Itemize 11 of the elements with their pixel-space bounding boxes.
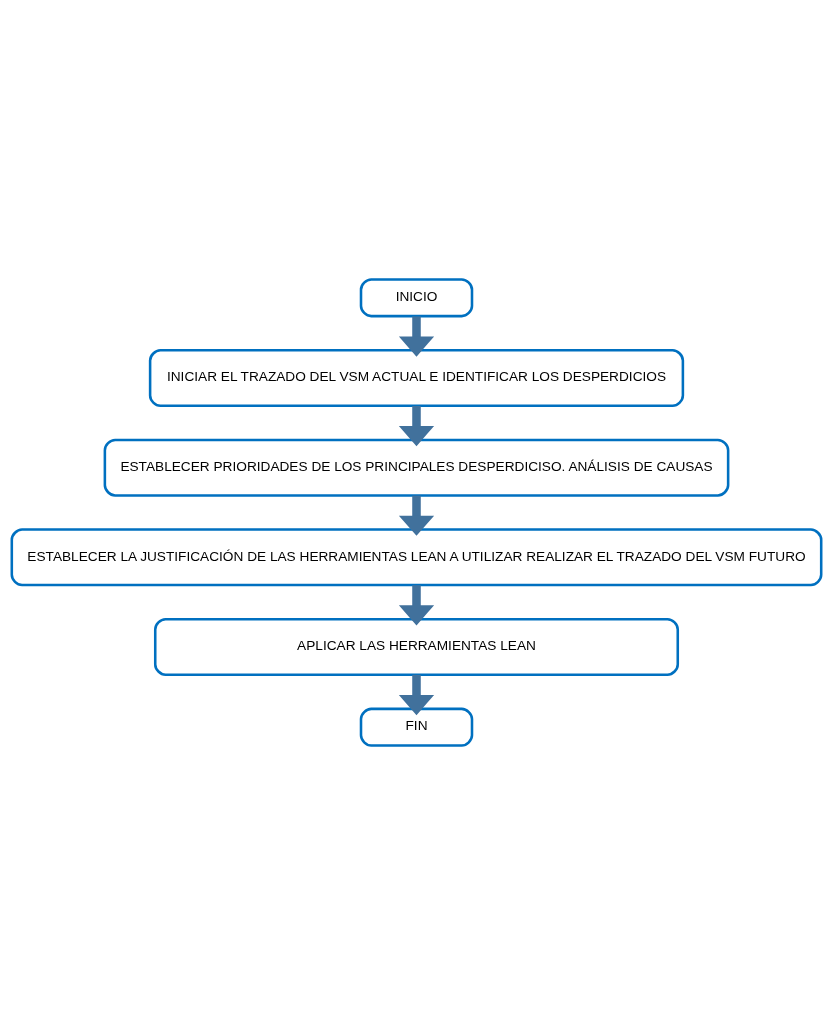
node-box: INICIO bbox=[359, 278, 474, 318]
arrow bbox=[398, 674, 435, 716]
arrow bbox=[398, 316, 435, 357]
node-box: APLICAR LAS HERRAMIENTAS LEAN bbox=[153, 617, 680, 676]
node-box: ESTABLECER PRIORIDADES DE LOS PRINCIPALES DESPERDICISO. ANÁLISIS DE CAUSAS bbox=[103, 438, 730, 497]
arrow bbox=[398, 406, 435, 447]
node-box: ESTABLECER LA JUSTIFICACIÓN DE LAS HERRAMIENTAS LEAN A UTILIZAR REALIZAR EL TRAZADO DEL VSM FUTURO bbox=[10, 528, 823, 587]
arrow bbox=[398, 585, 435, 626]
node-box: FIN bbox=[359, 707, 474, 747]
arrow bbox=[398, 495, 435, 536]
node-box: INICIAR EL TRAZADO DEL VSM ACTUAL E IDENTIFICAR LOS DESPERDICIOS bbox=[148, 349, 685, 408]
